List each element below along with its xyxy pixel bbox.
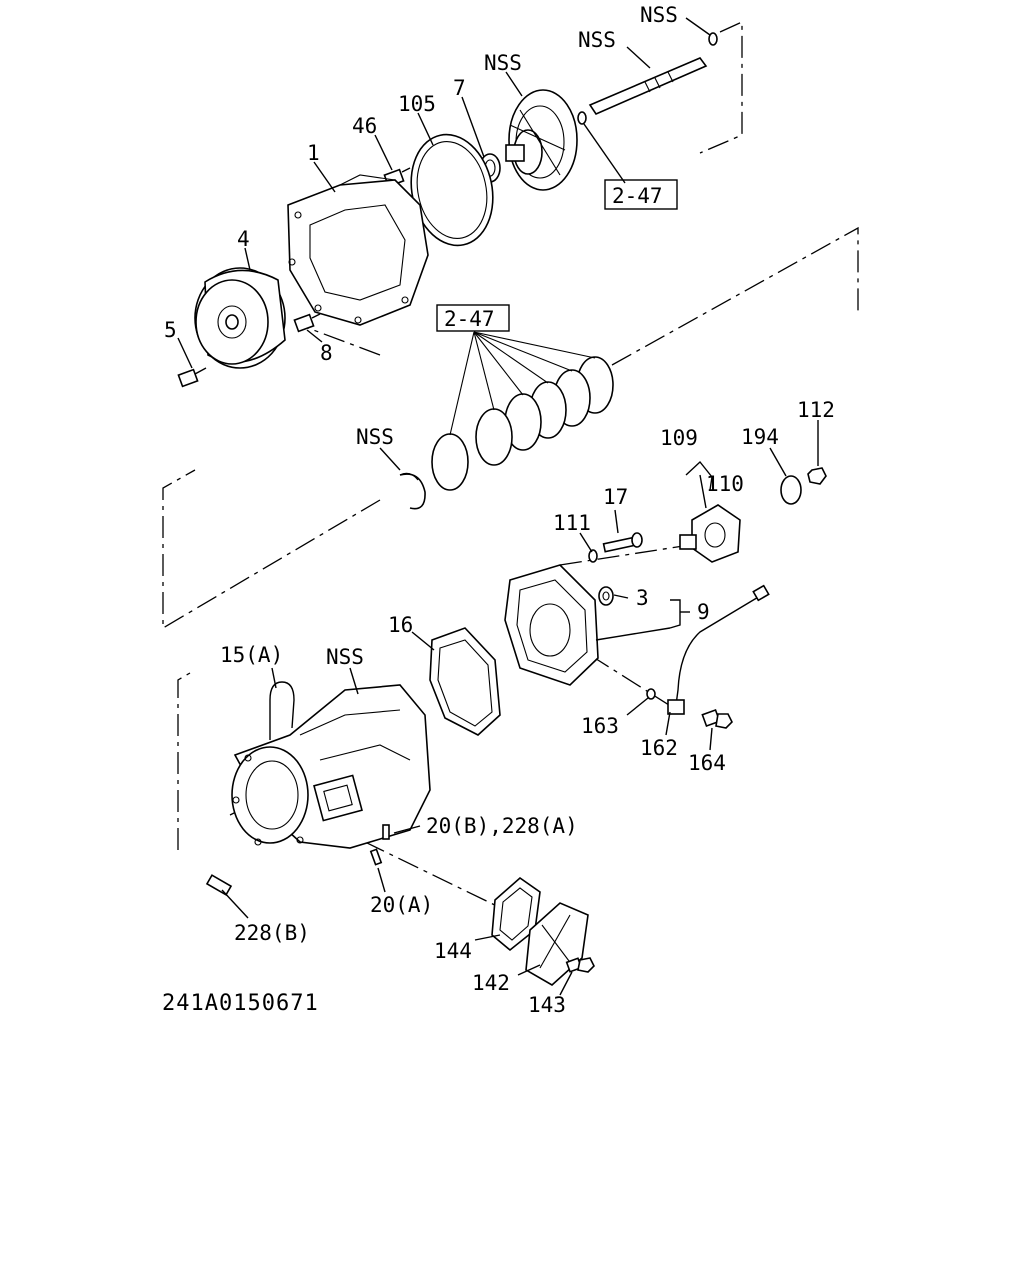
o-ring-194 xyxy=(780,475,802,505)
callout-109: 109 xyxy=(660,426,698,450)
callout-9: 9 xyxy=(697,600,710,624)
callout-105: 105 xyxy=(398,92,436,116)
callout-5: 5 xyxy=(164,318,177,342)
callout-16: 16 xyxy=(388,613,413,637)
bolt-143 xyxy=(565,957,595,973)
input-shaft xyxy=(588,32,718,116)
callout-labels: NSS NSS NSS 105 7 46 1 4 5 8 2-47 2-47 N… xyxy=(162,3,835,1017)
callout-112: 112 xyxy=(797,398,835,422)
callout-143: 143 xyxy=(528,993,566,1017)
speed-sensor-cable xyxy=(667,584,770,715)
callout-110: 110 xyxy=(706,472,744,496)
oil-seal-3 xyxy=(598,586,614,606)
ref-2-47-top: 2-47 xyxy=(612,184,663,208)
callout-nss-ring: NSS xyxy=(356,425,394,449)
rear-cover-110 xyxy=(679,504,741,563)
oil-pump-assembly xyxy=(505,89,587,191)
assembly-dash-lines xyxy=(162,20,859,911)
callout-17: 17 xyxy=(603,485,628,509)
callout-4: 4 xyxy=(237,227,250,251)
converter-housing xyxy=(287,174,429,326)
callout-7: 7 xyxy=(453,76,466,100)
callout-162: 162 xyxy=(640,736,678,760)
callout-163: 163 xyxy=(581,714,619,738)
ref-box-2-47-top xyxy=(604,179,678,210)
callout-nss-pump: NSS xyxy=(484,51,522,75)
bolt-8 xyxy=(293,313,321,333)
gasket-144 xyxy=(491,876,541,952)
nut-112 xyxy=(807,467,827,485)
bolt-17 xyxy=(602,532,643,553)
callout-15a: 15(A) xyxy=(220,643,283,667)
drawing-code: 241A0150671 xyxy=(162,991,319,1016)
callout-nss-top-1: NSS xyxy=(640,3,678,27)
callout-20a: 20(A) xyxy=(370,893,433,917)
snap-ring-nss xyxy=(399,472,426,510)
washer-111 xyxy=(588,549,598,563)
clutch-plates xyxy=(431,331,614,491)
callout-8: 8 xyxy=(320,341,333,365)
bolt-164 xyxy=(701,708,733,729)
callout-142: 142 xyxy=(472,971,510,995)
ref-box-2-47-mid xyxy=(436,304,510,332)
callout-194: 194 xyxy=(741,425,779,449)
snap-ring-small xyxy=(708,32,718,46)
callout-1: 1 xyxy=(307,141,320,165)
callout-nss-top-2: NSS xyxy=(578,28,616,52)
callout-46: 46 xyxy=(352,114,377,138)
gasket-16 xyxy=(429,627,501,736)
leader-lines xyxy=(177,17,819,996)
callout-nss-case: NSS xyxy=(326,645,364,669)
extension-housing xyxy=(504,564,599,686)
ref-2-47-mid: 2-47 xyxy=(444,307,495,331)
torque-converter xyxy=(194,267,286,369)
transmission-case xyxy=(231,684,431,849)
breather-tube-15a xyxy=(269,681,295,740)
callout-111: 111 xyxy=(553,511,591,535)
callout-20b-228a: 20(B),228(A) xyxy=(426,814,578,838)
bolt-5 xyxy=(177,367,207,388)
callout-144: 144 xyxy=(434,939,472,963)
callout-164: 164 xyxy=(688,751,726,775)
callout-228b: 228(B) xyxy=(234,921,310,945)
callout-3: 3 xyxy=(636,586,649,610)
o-ring-163 xyxy=(646,688,656,700)
dowel-pins xyxy=(205,824,390,896)
